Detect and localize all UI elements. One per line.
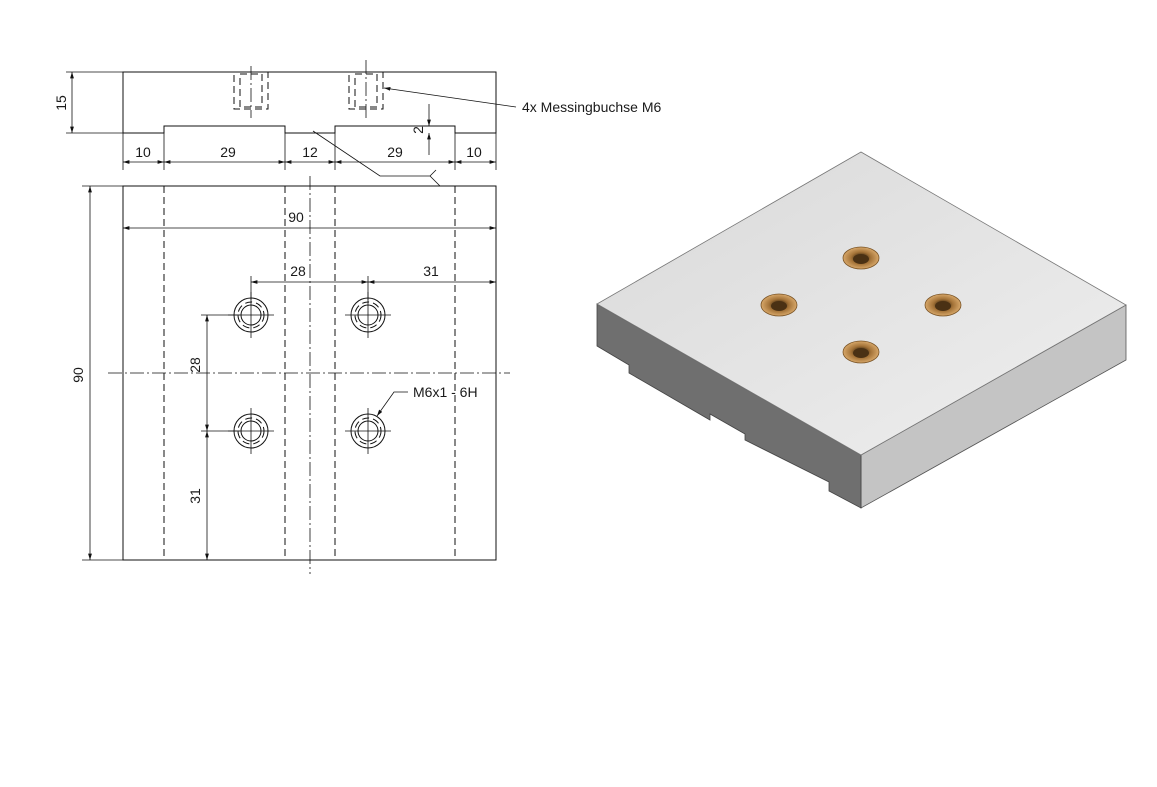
brass-insert-left [760, 293, 798, 317]
brass-insert-right [924, 293, 962, 317]
bottom-dimension-chain: 10 29 12 29 10 [122, 126, 497, 170]
hole-spacing-x-dim: 28 [290, 263, 306, 279]
isometric-view [596, 151, 1127, 509]
bottom-dim-4: 29 [387, 144, 403, 160]
top-width-dim: 90 [288, 209, 304, 225]
bottom-dim-2: 29 [220, 144, 236, 160]
bushing-callout: 4x Messingbuchse M6 [522, 99, 662, 115]
hole-offset-bottom-dim: 31 [187, 488, 203, 504]
brass-insert-front [842, 340, 880, 364]
hole-offset-right-dim: 31 [423, 263, 439, 279]
iso-top-face [596, 151, 1127, 456]
side-view-outline [122, 71, 497, 134]
side-view: 15 2 10 29 12 29 10 4x Messingbuchse M6 [53, 60, 662, 187]
side-step-dim: 2 [410, 126, 426, 134]
side-height-dim: 15 [53, 95, 69, 111]
bottom-dim-1: 10 [135, 144, 151, 160]
top-height-dim: 90 [70, 367, 86, 383]
top-view: 90 28 31 90 28 31 M6x1 - 6H [70, 176, 510, 574]
hole-spacing-y-dim: 28 [187, 357, 203, 373]
thread-callout: M6x1 - 6H [413, 384, 478, 400]
brass-insert-back [842, 246, 880, 270]
iso-front-face [596, 303, 862, 509]
thread-hole-bottom-right [345, 408, 391, 454]
bottom-dim-3: 12 [302, 144, 318, 160]
bottom-dim-5: 10 [466, 144, 482, 160]
